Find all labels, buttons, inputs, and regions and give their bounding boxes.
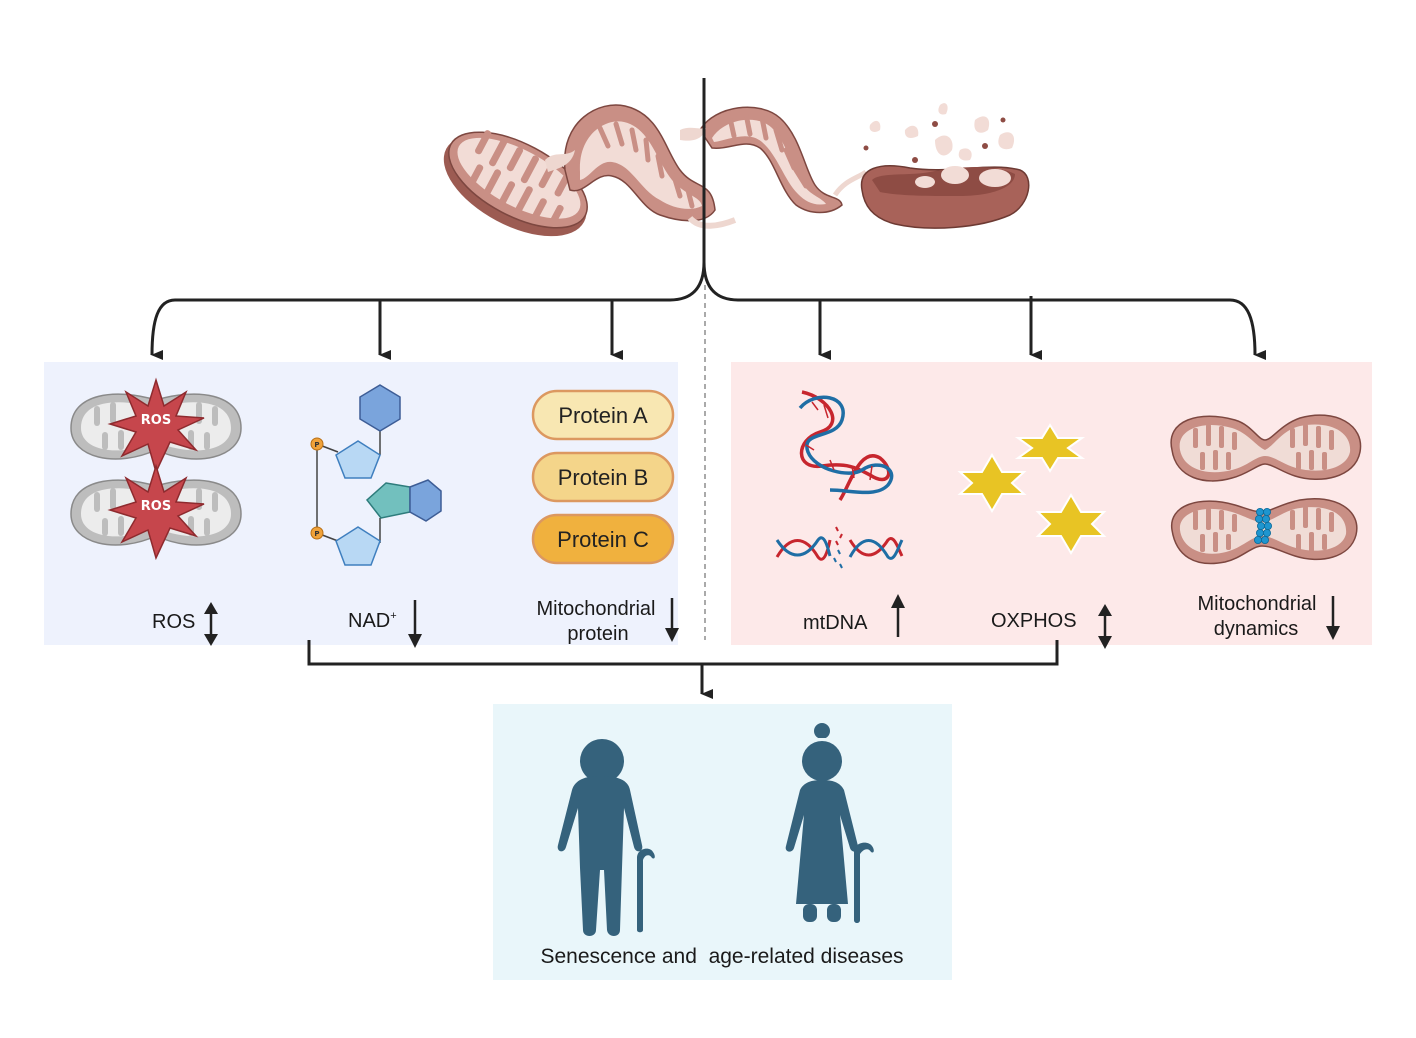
- protein-a-label: Protein A: [558, 403, 648, 428]
- star-icon-2: [957, 453, 1027, 513]
- protein-list: Protein A Protein B Protein C: [531, 389, 675, 565]
- outcome-panel: [493, 704, 952, 980]
- star-icon: [1014, 423, 1086, 473]
- bottom-connector: [307, 640, 1059, 699]
- mito-protein-label-line1: Mitochondrial: [537, 598, 656, 620]
- mito-dynamics-label-line1: Mitochondrial: [1198, 593, 1317, 615]
- protein-c-label: Protein C: [557, 527, 649, 552]
- mitochondrion-burst-icon: [860, 103, 1030, 229]
- fission-protein-ring-icon: [1254, 507, 1273, 545]
- nad-molecule-icon: P P: [310, 384, 442, 566]
- mito-protein-label-line2: protein: [567, 623, 628, 645]
- star-icon-3: [1035, 493, 1107, 555]
- down-arrow-icon: [408, 600, 422, 648]
- broken-dna-icon: [775, 526, 904, 569]
- outcome-label: Senescence and age-related diseases: [540, 945, 903, 968]
- mitochondrion-fragmenting-icon-2: [680, 106, 868, 214]
- ros-burst-label-2: ROS: [141, 499, 171, 514]
- mtdna-label: mtDNA: [803, 612, 868, 634]
- up-arrow-icon: [891, 594, 905, 637]
- dna-helix-icon: [798, 390, 894, 501]
- nad-label: NAD+: [348, 610, 397, 632]
- oxphos-stars-icon: [957, 423, 1107, 555]
- protein-c-pill: Protein C: [531, 513, 675, 565]
- imidazole-pentagon: [365, 482, 411, 519]
- right-panel: [731, 362, 1372, 645]
- down-arrow-icon-3: [1326, 596, 1340, 640]
- phosphate-label-2: P: [314, 530, 319, 538]
- oxphos-label: OXPHOS: [991, 610, 1077, 632]
- nad-label-main: NAD: [348, 610, 390, 632]
- nad-label-superscript: +: [390, 610, 396, 622]
- mitochondrial-fission-icon: [1170, 414, 1362, 482]
- mito-dynamics-label-line2: dynamics: [1214, 618, 1298, 640]
- ros-label: ROS: [152, 611, 195, 633]
- mitochondria-degradation-illustration: [443, 103, 1030, 237]
- adenine-hexagon: [409, 479, 442, 522]
- top-connector: [150, 78, 1267, 361]
- ros-burst-icon-2: [107, 463, 205, 561]
- protein-a-pill: Protein A: [531, 389, 675, 441]
- mitochondrion-fragmenting-icon: [545, 104, 737, 229]
- phosphate-label: P: [314, 441, 319, 449]
- protein-b-pill: Protein B: [531, 451, 675, 503]
- ros-mitochondria-icon: ROS ROS: [70, 377, 242, 561]
- up-down-arrow-icon: [204, 602, 218, 646]
- nicotinamide-hexagon: [359, 384, 401, 432]
- down-arrow-icon-2: [665, 598, 679, 642]
- protein-b-label: Protein B: [558, 465, 649, 490]
- up-down-arrow-icon-2: [1098, 604, 1112, 649]
- phosphate-icon-2: [310, 526, 324, 540]
- mitochondrion-intact-icon: [443, 130, 588, 237]
- mitochondrial-fusion-icon: [1171, 498, 1358, 565]
- elderly-woman-icon: [785, 723, 874, 923]
- ribose-pentagon: [335, 440, 381, 479]
- phosphate-icon: [310, 437, 324, 451]
- ribose-pentagon-2: [335, 526, 381, 566]
- elderly-man-icon: [557, 739, 655, 936]
- ros-burst-label: ROS: [141, 413, 171, 428]
